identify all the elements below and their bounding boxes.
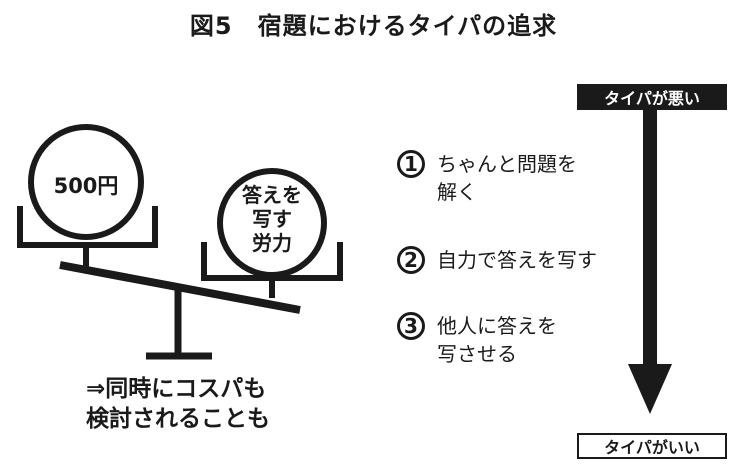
scale-beam [59,261,301,314]
effort-label-line: 写す [252,207,292,231]
step-number-circle: 2 [397,246,425,274]
step-text-line: 他人に答えを [437,314,557,338]
effort-label-line: 答えを [242,183,302,207]
step-text-line: ちゃんと問題を [437,152,577,176]
scale-caption: ⇒同時にコスパも 検討されることも [86,374,270,434]
step-text: 他人に答えを 写させる [437,312,612,368]
figure-title: 図5 宿題におけるタイパの追求 [189,12,558,40]
caption-line: 検討されることも [86,406,270,432]
effort-label: 答えを 写す 労力 [232,183,312,255]
down-arrow-icon [628,110,672,414]
step-text-line: 写させる [437,342,517,366]
step-text-line: 自力で答えを写す [437,248,597,272]
step-number-circle: 3 [397,312,425,340]
step-item: 3 他人に答えを 写させる [397,312,612,368]
label-good-taipa: タイパがいい [577,433,727,459]
step-item: 1 ちゃんと問題を 解く [397,150,612,206]
coin-circle [28,124,144,240]
step-number-circle: 1 [397,150,425,178]
step-text: ちゃんと問題を 解く [437,150,612,206]
balance-scale [17,124,343,360]
label-bad-taipa: タイパが悪い [577,84,727,110]
effort-label-line: 労力 [252,231,292,255]
step-item: 2 自力で答えを写す [397,246,612,274]
coin-label: 500円 [53,174,119,198]
step-text: 自力で答えを写す [437,246,612,274]
step-text-line: 解く [437,180,477,204]
effort-circle [217,168,327,278]
caption-line: ⇒同時にコスパも [86,376,267,402]
